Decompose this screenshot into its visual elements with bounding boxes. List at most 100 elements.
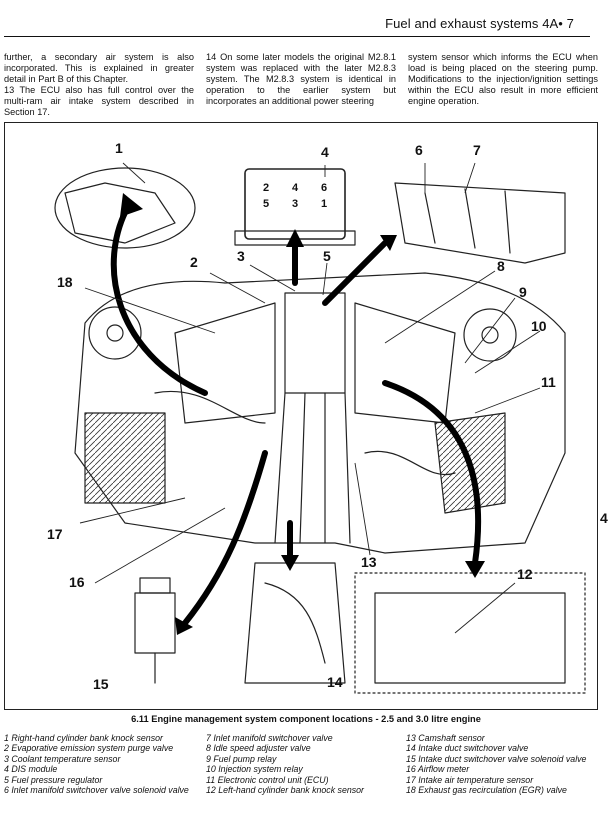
left-strut-tower-inner bbox=[106, 324, 124, 342]
text-column-1: further, a secondary air system is also … bbox=[4, 52, 194, 118]
dis-label: 2 bbox=[263, 182, 269, 194]
legend-item: 16 Airflow meter bbox=[406, 764, 470, 775]
right-strut-tower-inner bbox=[481, 326, 499, 344]
callout-9: 9 bbox=[519, 284, 527, 300]
alternator-detail bbox=[64, 182, 176, 244]
legend-item: 7 Inlet manifold switchover valve bbox=[206, 733, 333, 743]
arrow-head bbox=[380, 235, 397, 251]
manifold-valve-detail bbox=[424, 188, 511, 254]
page-header: Fuel and exhaust systems 4A• 7 bbox=[4, 0, 590, 38]
paragraph: 14 On some later models the original M2.… bbox=[206, 52, 396, 106]
legend-item: 5 Fuel pressure regulator bbox=[4, 774, 103, 785]
text-column-2: 14 On some later models the original M2.… bbox=[206, 52, 396, 107]
legend-item: 18 Exhaust gas recirculation (EGR) valve bbox=[406, 785, 567, 796]
engine-diagram: 2 4 6 5 3 1 bbox=[54, 162, 586, 694]
legend-item: 13 Camshaft sensor bbox=[406, 733, 485, 743]
pointer-arrow bbox=[322, 240, 388, 306]
arrow-head bbox=[465, 561, 485, 578]
engine-diagram-figure: 2 4 6 5 3 1 bbox=[4, 122, 598, 710]
legend-item: 8 Idle speed adjuster valve bbox=[206, 743, 311, 754]
header-title: Fuel and exhaust systems 4A• 7 bbox=[385, 16, 574, 31]
intake-duct-detail bbox=[264, 582, 326, 664]
arrow-head bbox=[281, 555, 299, 571]
leader-line bbox=[79, 497, 186, 524]
dis-label: 1 bbox=[321, 198, 327, 210]
legend-item: 11 Electronic control unit (ECU) bbox=[206, 774, 329, 785]
legend-item: 1 Right-hand cylinder bank knock sensor bbox=[4, 733, 163, 743]
callout-4: 4 bbox=[321, 144, 329, 160]
hose bbox=[154, 390, 266, 424]
engine-block-detail bbox=[374, 592, 566, 684]
dis-label: 3 bbox=[292, 198, 298, 210]
leader-line bbox=[454, 582, 516, 634]
leader-line bbox=[209, 272, 266, 304]
intake-runners bbox=[274, 392, 351, 544]
pointer-arrow bbox=[382, 380, 482, 566]
legend-column: 1 Right-hand cylinder bank knock sensor … bbox=[4, 733, 189, 795]
text-column-3: system sensor which informs the ECU when… bbox=[408, 52, 598, 107]
solenoid-valve-top bbox=[139, 577, 171, 594]
callout-14: 14 bbox=[327, 674, 343, 690]
legend-item: 12 Left-hand cylinder bank knock sensor bbox=[206, 785, 364, 796]
leader-line bbox=[84, 287, 216, 334]
callout-18: 18 bbox=[57, 274, 73, 290]
knock-sensor-inset bbox=[54, 167, 196, 249]
leader-line bbox=[94, 507, 226, 584]
legend-column: 13 Camshaft sensor 14 Intake duct switch… bbox=[406, 733, 586, 795]
callout-15: 15 bbox=[93, 676, 109, 692]
callout-5: 5 bbox=[323, 248, 331, 264]
intake-plenum bbox=[284, 292, 346, 394]
legend-item: 10 Injection system relay bbox=[206, 764, 303, 775]
paragraph: 13 The ECU also has full control over th… bbox=[4, 85, 194, 117]
legend-item: 14 Intake duct switchover valve bbox=[406, 743, 529, 754]
air-filter-box bbox=[84, 412, 166, 504]
cylinder-bank-right bbox=[354, 302, 456, 424]
callout-17: 17 bbox=[47, 526, 63, 542]
figure-caption: 6.11 Engine management system component … bbox=[131, 714, 481, 724]
callout-11: 11 bbox=[541, 374, 556, 390]
knock-sensor-lh-inset bbox=[354, 572, 586, 694]
callout-3: 3 bbox=[237, 248, 245, 264]
legend-item: 3 Coolant temperature sensor bbox=[4, 753, 121, 764]
pointer-arrow bbox=[110, 200, 208, 396]
leader-line bbox=[474, 330, 541, 374]
paragraph: further, a secondary air system is also … bbox=[4, 52, 194, 84]
arrow-head bbox=[175, 617, 193, 635]
right-strut-tower bbox=[463, 308, 517, 362]
pointer-arrow bbox=[182, 450, 268, 626]
hose bbox=[364, 450, 456, 476]
callout-10: 10 bbox=[531, 318, 547, 334]
arrow-head bbox=[286, 229, 304, 247]
leader-line bbox=[322, 262, 328, 296]
dis-label: 5 bbox=[263, 198, 269, 210]
legend-item: 17 Intake air temperature sensor bbox=[406, 774, 534, 785]
dis-label: 4 bbox=[292, 182, 299, 194]
legend-item: 6 Inlet manifold switchover valve soleno… bbox=[4, 785, 189, 796]
callout-2: 2 bbox=[190, 254, 198, 270]
engine-bay-outline bbox=[74, 272, 566, 554]
arrow-head bbox=[120, 193, 143, 217]
legend-item: 15 Intake duct switchover valve solenoid… bbox=[406, 753, 587, 764]
callout-12: 12 bbox=[517, 566, 533, 582]
legend-item: 4 DIS module bbox=[4, 764, 58, 775]
leader-line bbox=[474, 387, 541, 414]
left-strut-tower bbox=[88, 306, 142, 360]
callout-13: 13 bbox=[361, 554, 377, 570]
leader-line bbox=[122, 162, 146, 184]
cylinder-bank-left bbox=[174, 302, 276, 424]
leader-line bbox=[384, 270, 496, 344]
callout-8: 8 bbox=[497, 258, 505, 274]
legend-item: 2 Evaporative emission system purge valv… bbox=[4, 743, 174, 754]
leader-line bbox=[464, 162, 476, 194]
leader-line bbox=[464, 297, 516, 364]
callout-16: 16 bbox=[69, 574, 85, 590]
section-tab: 4 bbox=[600, 510, 608, 526]
solenoid-valve-body bbox=[134, 592, 176, 654]
legend-item: 9 Fuel pump relay bbox=[206, 753, 277, 764]
header-rule bbox=[4, 36, 590, 37]
callout-1: 1 bbox=[115, 140, 123, 156]
legend-column: 7 Inlet manifold switchover valve 8 Idle… bbox=[206, 733, 364, 795]
paragraph: system sensor which informs the ECU when… bbox=[408, 52, 598, 106]
dis-label: 6 bbox=[321, 182, 327, 194]
manifold-valve-inset bbox=[394, 182, 566, 264]
